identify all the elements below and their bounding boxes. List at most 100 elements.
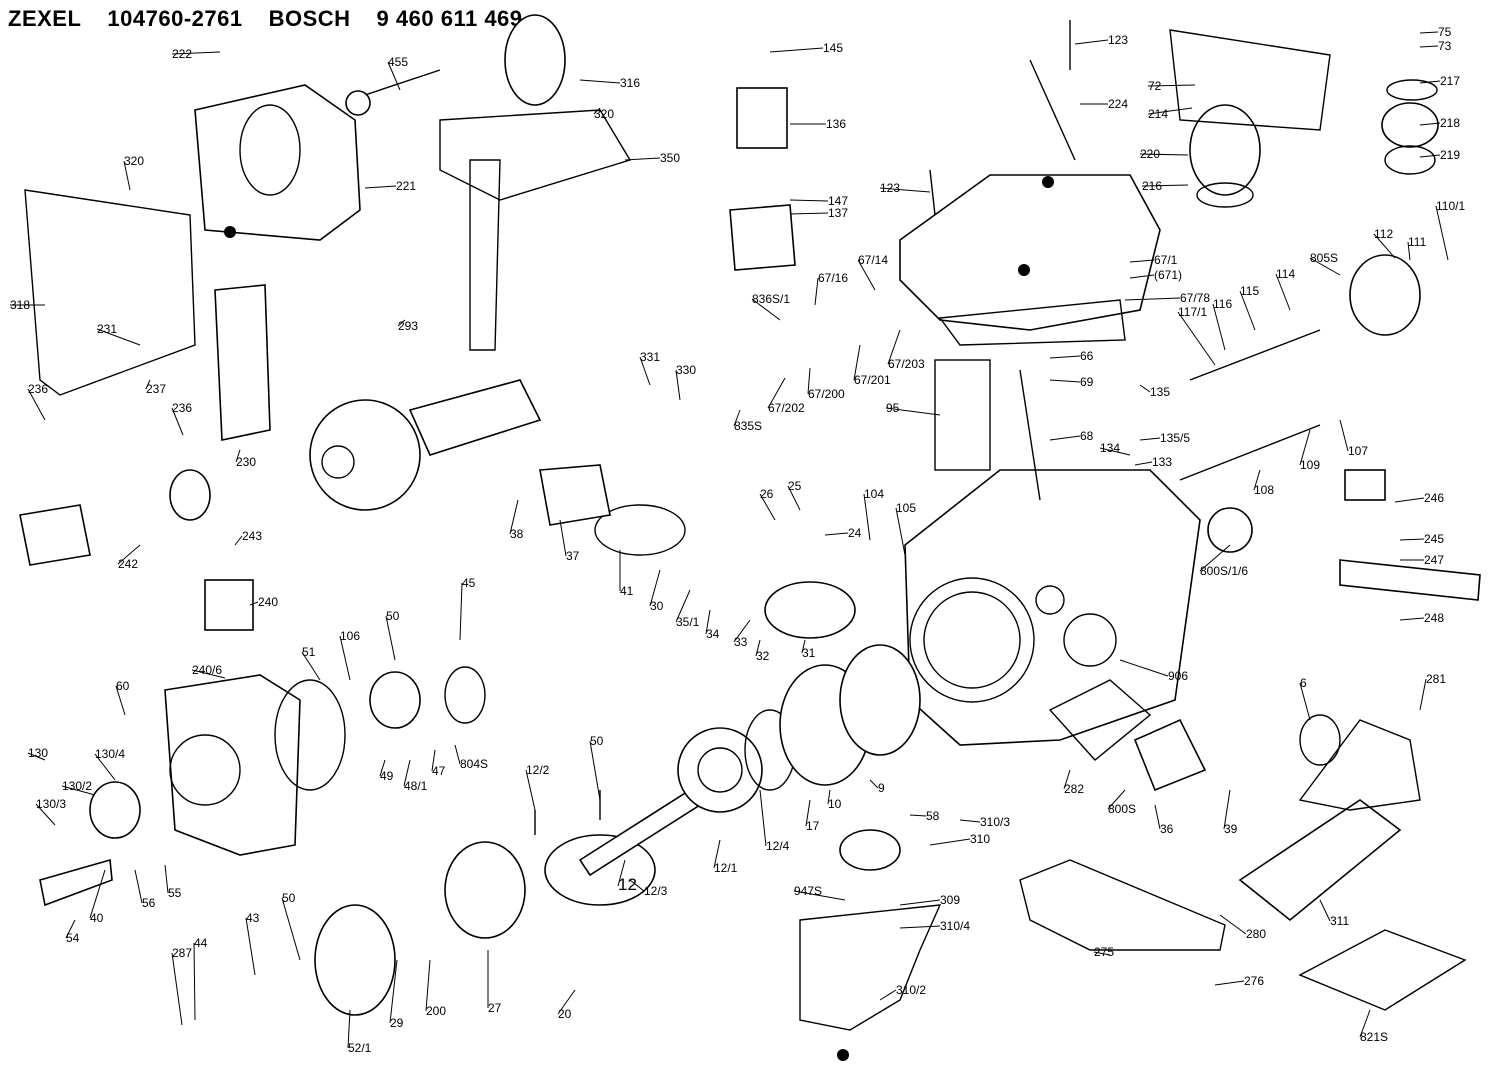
callout-label: 130/4 (95, 747, 125, 761)
callout-label: 48/1 (404, 779, 428, 793)
callout-label: 24 (848, 526, 862, 540)
callout-label: 247 (1424, 553, 1444, 567)
callout-label: 32 (756, 649, 770, 663)
callout-label: 130/2 (62, 779, 92, 793)
callout-label: 222 (172, 47, 192, 61)
bracket-95 (934, 359, 991, 471)
callout-label: 108 (1254, 483, 1274, 497)
solenoid-base (729, 204, 796, 271)
leader-78 (863, 493, 871, 541)
leader-99 (589, 740, 601, 801)
leader-62 (1394, 497, 1425, 503)
callout-label: 41 (620, 584, 634, 598)
callout-label: 145 (823, 41, 843, 55)
leader-137 (557, 989, 576, 1015)
callout-label: 106 (340, 629, 360, 643)
maker-bosch: BOSCH (268, 6, 351, 31)
leader-121 (793, 890, 846, 901)
timer-piston-31 (764, 581, 856, 639)
cup-50 (369, 671, 421, 729)
shaft-115 (1189, 329, 1321, 381)
callout-label: 110/1 (1436, 199, 1465, 213)
leader-58 (1299, 429, 1311, 466)
callout-label: 821S (1360, 1030, 1388, 1044)
leader-18 (789, 199, 829, 202)
leader-84 (249, 601, 259, 606)
callout-label: 114 (1276, 267, 1295, 281)
leader-34 (1129, 274, 1155, 279)
leader-25 (145, 379, 151, 390)
callout-label: 135 (1150, 385, 1170, 399)
bracket-318 (24, 189, 196, 396)
leader-13 (1139, 153, 1189, 156)
callout-label: 230 (236, 455, 256, 469)
leader-75 (759, 493, 776, 521)
leader-27 (235, 449, 241, 463)
callout-label: 51 (302, 645, 316, 659)
callout-label: 287 (172, 946, 192, 960)
callout-label: 242 (118, 557, 138, 571)
callout-label: 67/16 (818, 271, 848, 285)
pump-housing (904, 469, 1201, 746)
leader-6 (1419, 31, 1439, 34)
leader-38 (1373, 233, 1396, 259)
leader-0 (171, 51, 221, 55)
callout-label: 224 (1108, 97, 1128, 111)
callout-label: 906 (1168, 669, 1188, 683)
leader-102 (617, 859, 626, 887)
plug-130 (89, 781, 141, 839)
spring-218 (1381, 102, 1439, 148)
cup-216 (1196, 182, 1254, 208)
leader-11 (1147, 84, 1196, 87)
callout-label: 331 (640, 350, 660, 364)
leader-115 (134, 869, 143, 904)
housing-port-small (1035, 585, 1065, 615)
shaft-108 (1179, 424, 1321, 481)
leader-47 (767, 377, 786, 409)
leader-105 (805, 799, 811, 827)
callout-label: 293 (398, 319, 418, 333)
lever-72 (1169, 29, 1331, 131)
leader-26 (171, 407, 184, 436)
leader-lines (10, 31, 1449, 1049)
leader-120 (929, 838, 971, 846)
solenoid-240 (204, 579, 254, 631)
banjo-247 (1339, 559, 1481, 601)
callout-label: 20 (558, 1007, 572, 1021)
callout-label: 835S (734, 419, 762, 433)
leader-51 (885, 407, 941, 416)
leader-86 (301, 651, 321, 681)
callout-label: 67/203 (888, 357, 925, 371)
leader-122 (899, 899, 941, 906)
callout-label: 67/78 (1180, 291, 1210, 305)
leader-124 (879, 989, 897, 1001)
callout-label: 52/1 (348, 1041, 372, 1055)
leader-132 (281, 897, 301, 961)
callout-label: 67/14 (858, 253, 888, 267)
leader-111 (1107, 789, 1126, 810)
leader-109 (1419, 678, 1427, 711)
callout-label: 12/1 (714, 861, 738, 875)
leader-52 (1139, 384, 1151, 393)
leader-56 (1049, 435, 1081, 441)
callout-label: 275 (1094, 945, 1114, 959)
leader-74 (801, 639, 806, 654)
housing-port (1063, 613, 1117, 667)
leader-106 (827, 789, 831, 805)
leader-9 (1419, 122, 1441, 126)
callout-label: 240/6 (192, 663, 222, 677)
leader-90 (115, 685, 126, 716)
plate-230 (214, 284, 271, 441)
callout-label: 50 (282, 891, 296, 905)
leader-91 (27, 752, 46, 761)
callout-label: 318 (10, 298, 30, 312)
screw-58 (39, 858, 113, 907)
connector-242 (19, 504, 91, 566)
leader-21 (593, 107, 601, 115)
callout-label: 310/3 (980, 815, 1010, 829)
leader-130 (193, 942, 196, 1021)
leader-108 (1299, 682, 1311, 721)
callout-label: 67/202 (768, 401, 805, 415)
callout-label: 276 (1244, 974, 1264, 988)
callout-label: 147 (828, 194, 848, 208)
